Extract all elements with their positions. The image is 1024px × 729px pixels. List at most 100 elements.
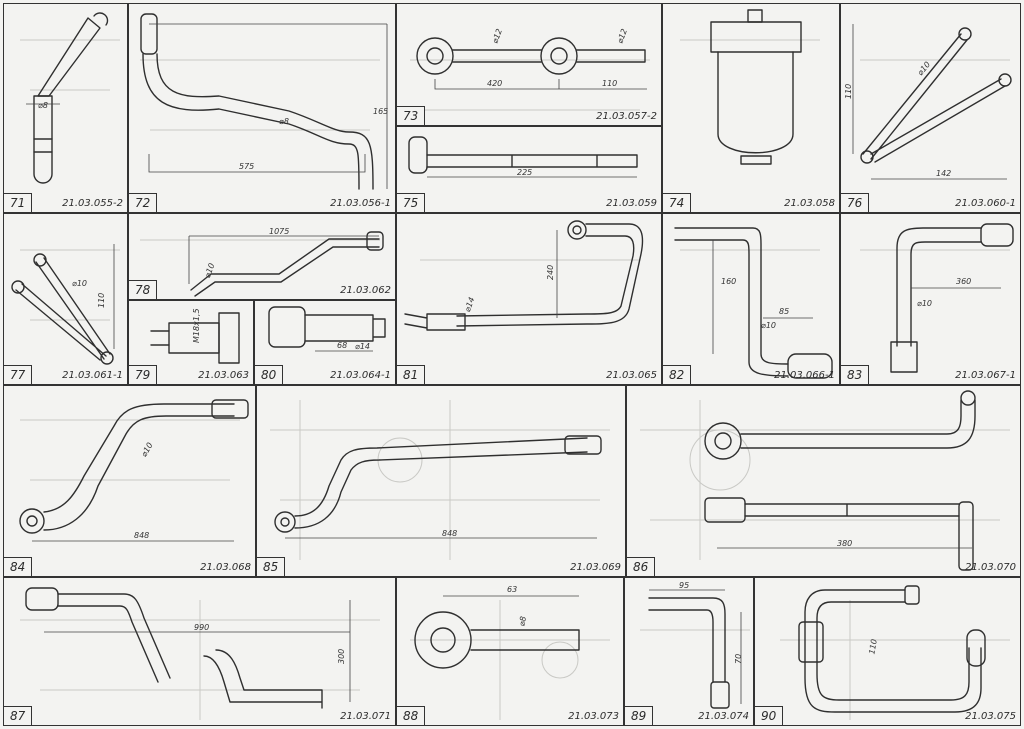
- dimension-label: ⌀8: [38, 101, 48, 110]
- dimension-label: 110: [602, 79, 617, 88]
- part-drawing-84: ⌀10 848: [19, 399, 249, 542]
- dimension-label: 848: [134, 531, 149, 540]
- dimension-label: 142: [936, 169, 951, 178]
- part-drawing-81: ⌀14 240: [404, 220, 644, 331]
- part-cell-87: 990 300 87 21.03.071: [3, 577, 396, 726]
- part-number: 80: [255, 365, 284, 384]
- part-cell-81: ⌀14 240 81 21.03.065: [396, 213, 662, 385]
- dimension-label: 990: [194, 623, 209, 632]
- part-drawing-74: [710, 9, 802, 165]
- dimension-label: ⌀10: [916, 60, 933, 77]
- part-code: 21.03.070: [965, 562, 1016, 573]
- part-number: 89: [625, 706, 654, 725]
- dimension-label: 300: [337, 649, 346, 664]
- dimension-label: ⌀10: [139, 441, 154, 458]
- part-drawing-86: 380: [704, 390, 976, 571]
- dimension-label: ⌀8: [517, 616, 528, 627]
- part-cell-75: 225 75 21.03.059: [396, 126, 662, 213]
- dimension-label: 85: [779, 307, 789, 316]
- part-drawing-85: 848: [274, 435, 602, 539]
- dimension-label: 575: [239, 162, 254, 171]
- part-cell-89: 95 70 89 21.03.074: [624, 577, 754, 726]
- part-number: 74: [663, 193, 692, 212]
- dimension-label: 110: [97, 293, 106, 308]
- dimension-label: ⌀10: [203, 262, 217, 279]
- dimension-label: ⌀10: [72, 279, 87, 288]
- dimension-label: ⌀14: [355, 342, 370, 351]
- part-cell-77: ⌀10 110 77 21.03.061-1: [3, 213, 128, 385]
- part-drawing-73: 420 110 ⌀12 ⌀12: [416, 28, 647, 90]
- dimension-label: 160: [721, 277, 736, 286]
- part-number: 72: [129, 193, 158, 212]
- part-number: 84: [4, 557, 33, 576]
- part-code: 21.03.066-1: [774, 370, 835, 381]
- dimension-label: 1075: [269, 227, 289, 236]
- part-cell-83: 360 ⌀10 83 21.03.067-1: [840, 213, 1021, 385]
- part-code: 21.03.064-1: [330, 370, 391, 381]
- part-number: 78: [129, 280, 158, 299]
- part-code: 21.03.067-1: [955, 370, 1016, 381]
- part-code: 21.03.075: [965, 711, 1016, 722]
- part-drawing-76: ⌀10 110 142: [844, 24, 1012, 180]
- part-code: 21.03.073: [568, 711, 619, 722]
- part-number: 90: [755, 706, 784, 725]
- part-code: 21.03.059: [606, 198, 657, 209]
- part-cell-80: 68 ⌀14 80 21.03.064-1: [254, 300, 396, 385]
- part-cell-84: ⌀10 848 84 21.03.068: [3, 385, 256, 577]
- part-code: 21.03.060-1: [955, 198, 1016, 209]
- part-number: 86: [627, 557, 656, 576]
- dimension-label: ⌀10: [761, 321, 776, 330]
- dimension-label: 70: [734, 654, 743, 664]
- part-drawing-82: 160 85 ⌀10: [674, 227, 833, 379]
- dimension-label: 225: [517, 168, 532, 177]
- dimension-label: 420: [487, 79, 502, 88]
- part-number: 88: [397, 706, 426, 725]
- part-number: 87: [4, 706, 33, 725]
- part-drawing-71: ⌀8: [26, 12, 109, 184]
- part-cell-85: 848 85 21.03.069: [256, 385, 626, 577]
- part-drawing-90: 110: [798, 585, 986, 713]
- part-code: 21.03.069: [570, 562, 621, 573]
- part-code: 21.03.058: [784, 198, 835, 209]
- part-drawing-80: 68 ⌀14: [268, 306, 386, 352]
- dimension-label: ⌀8: [279, 117, 289, 126]
- part-drawing-87: 990 300: [25, 587, 351, 709]
- part-number: 83: [841, 365, 870, 384]
- part-drawing-89: 95 70: [648, 581, 743, 709]
- part-drawing-78: 1075 ⌀10: [188, 227, 384, 297]
- part-code: 21.03.056-1: [330, 198, 391, 209]
- dimension-label: ⌀14: [463, 296, 477, 313]
- part-number: 81: [397, 365, 426, 384]
- dimension-label: ⌀10: [917, 299, 932, 308]
- part-cell-76: ⌀10 110 142 76 21.03.060-1: [840, 3, 1021, 213]
- dimension-label: 110: [867, 638, 879, 655]
- part-cell-88: 63 ⌀8 88 21.03.073: [396, 577, 624, 726]
- part-number: 73: [397, 106, 426, 125]
- dimension-label: ⌀12: [490, 28, 504, 45]
- part-number: 71: [4, 193, 33, 212]
- dimension-label: 360: [956, 277, 971, 286]
- part-cell-90: 110 90 21.03.075: [754, 577, 1021, 726]
- part-cell-82: 160 85 ⌀10 82 21.03.066-1: [662, 213, 840, 385]
- dimension-label: 848: [442, 529, 457, 538]
- dimension-label: 165: [373, 107, 388, 116]
- part-number: 79: [129, 365, 158, 384]
- dimension-label: M18x1,5: [192, 308, 201, 343]
- dimension-label: 240: [546, 265, 555, 280]
- part-code: 21.03.061-1: [62, 370, 123, 381]
- part-code: 21.03.074: [698, 711, 749, 722]
- part-drawing-72: 575 ⌀8 165: [140, 13, 388, 190]
- part-code: 21.03.062: [340, 285, 391, 296]
- part-cell-71: ⌀8 71 21.03.055-2: [3, 3, 128, 213]
- part-number: 77: [4, 365, 33, 384]
- part-number: 76: [841, 193, 870, 212]
- part-code: 21.03.065: [606, 370, 657, 381]
- part-drawing-79: M18x1,5: [150, 308, 240, 364]
- part-code: 21.03.068: [200, 562, 251, 573]
- dimension-label: 95: [679, 581, 689, 590]
- part-drawing-77: ⌀10 110: [11, 244, 115, 365]
- part-drawing-88: 63 ⌀8: [414, 585, 580, 669]
- part-cell-73: 420 110 ⌀12 ⌀12 73 21.03.057-2: [396, 3, 662, 126]
